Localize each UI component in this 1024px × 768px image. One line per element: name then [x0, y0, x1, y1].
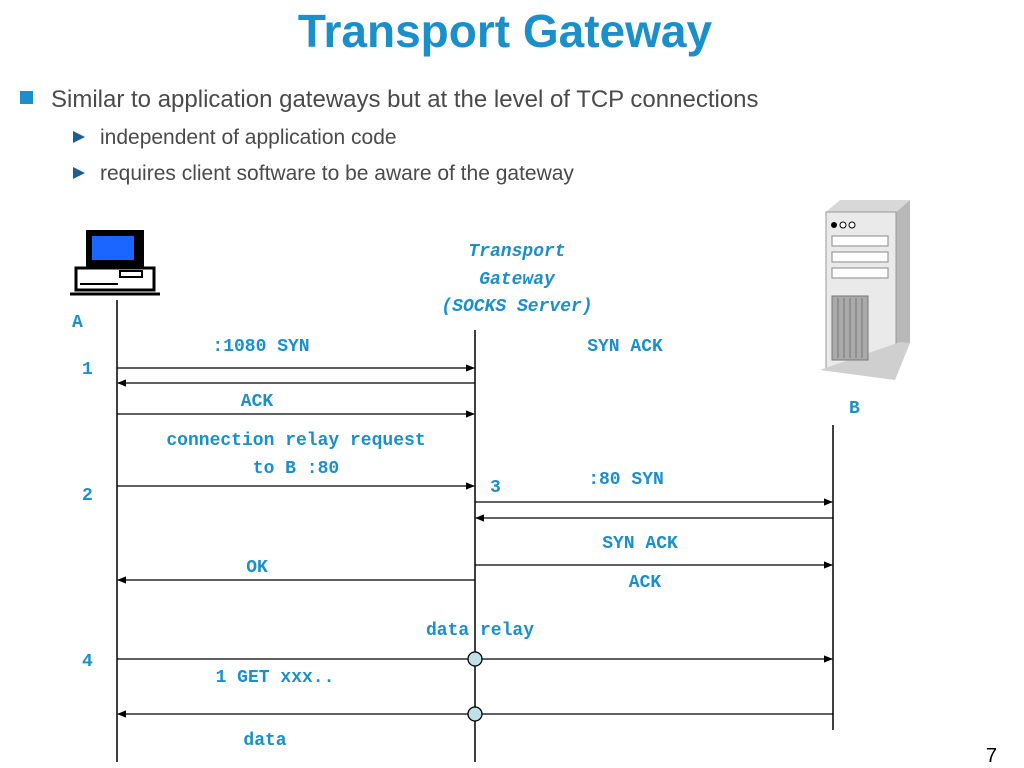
step-number-4: 4 [82, 652, 93, 672]
step-number-3: 3 [490, 478, 501, 498]
server-icon [820, 200, 910, 380]
bullet-main: Similar to application gateways but at t… [20, 86, 759, 114]
label-ack-1: ACK [241, 392, 274, 412]
label-syn-80: :80 SYN [588, 470, 664, 490]
bullet-sub-1-text: independent of application code [100, 126, 397, 149]
label-data-relay: data relay [426, 621, 534, 641]
triangle-bullet-icon [73, 167, 85, 179]
host-b-label: B [849, 399, 860, 419]
step-number-2: 2 [82, 486, 93, 506]
label-relay-request-1: connection relay request [166, 431, 425, 451]
bullet-sub-2: requires client software to be aware of … [73, 162, 574, 186]
label-syn-1080: :1080 SYN [212, 337, 309, 357]
computer-icon [70, 230, 160, 296]
label-data: data [243, 731, 286, 751]
relay-point-request [467, 651, 483, 667]
gateway-label-3: (SOCKS Server) [441, 297, 592, 317]
gateway-label-2: Gateway [479, 270, 556, 290]
slide-title: Transport Gateway [297, 5, 713, 57]
host-a-label: A [72, 313, 83, 333]
label-relay-request-2: to B :80 [253, 459, 339, 479]
label-get: 1 GET xxx.. [216, 668, 335, 688]
square-bullet-icon [20, 91, 33, 104]
bullet-main-text: Similar to application gateways but at t… [51, 86, 759, 113]
label-ack-2: ACK [629, 573, 662, 593]
bullet-sub-2-text: requires client software to be aware of … [100, 162, 574, 185]
bullet-sub-1: independent of application code [73, 126, 397, 150]
step-number-1: 1 [82, 360, 93, 380]
triangle-bullet-icon [73, 131, 85, 143]
label-syn-ack-1: SYN ACK [587, 337, 663, 357]
page-number: 7 [986, 745, 997, 767]
label-syn-ack-2: SYN ACK [602, 534, 678, 554]
relay-point-response [467, 706, 483, 722]
label-ok: OK [246, 558, 268, 578]
gateway-label-1: Transport [468, 242, 565, 262]
